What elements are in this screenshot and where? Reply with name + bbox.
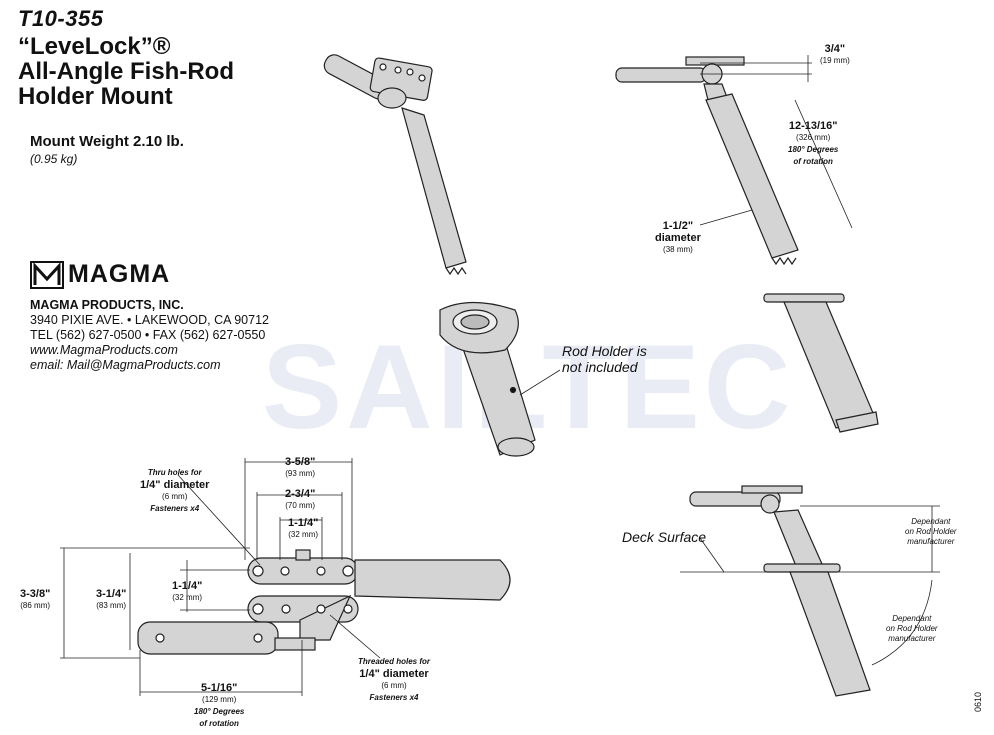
rod-holder-callout-line2: not included (562, 359, 638, 375)
dim-1-1-2: 1-1/2"diameter(38 mm) (655, 220, 701, 254)
company-name: MAGMA PRODUCTS, INC. (30, 298, 184, 312)
dim-3-1-4: 3-1/4"(83 mm) (96, 588, 127, 610)
top-view-drawing (137, 549, 511, 655)
brand-logo: MAGMA (30, 260, 170, 289)
mount-perspective-drawing (323, 54, 467, 276)
company-address: 3940 PIXIE AVE. • LAKEWOOD, CA 90712 (30, 313, 269, 327)
dim-3-4: 3/4"(19 mm) (820, 43, 850, 65)
deck-surface-callout: Deck Surface (622, 529, 707, 545)
mount-weight-kg: (0.95 kg) (30, 152, 78, 166)
product-name-line3: Holder Mount (18, 83, 173, 110)
product-name-line2: All-Angle Fish-Rod (18, 58, 234, 85)
rod-holder-callout: Rod Holder is not included (562, 343, 647, 375)
dim-3-5-8: 3-5/8"(93 mm) (285, 456, 316, 478)
rod-holder-callout-line1: Rod Holder is (562, 343, 647, 359)
company-phone: TEL (562) 627-0500 • FAX (562) 627-0550 (30, 328, 266, 342)
model-number: T10-355 (18, 6, 104, 31)
side-view-drawing (615, 56, 799, 266)
product-name-line1: “LeveLock”® (18, 33, 171, 60)
company-info: MAGMA PRODUCTS, INC. 3940 PIXIE AVE. • L… (30, 298, 269, 373)
mount-weight: Mount Weight 2.10 lb. (30, 133, 184, 150)
magma-logo-icon (30, 260, 64, 289)
dim-3-3-8: 3-3/8"(86 mm) (20, 588, 51, 610)
dim-2-3-4: 2-3/4"(70 mm) (285, 488, 316, 510)
rod-holder-drawing (439, 301, 536, 457)
product-title: “LeveLock”® All-Angle Fish-Rod Holder Mo… (18, 34, 278, 109)
document-code: 0610 (973, 691, 983, 712)
deck-mount-drawing (689, 485, 871, 697)
company-email[interactable]: email: Mail@MagmaProducts.com (30, 358, 221, 372)
brand-name: MAGMA (68, 260, 171, 288)
rod-holder-side-drawing (763, 293, 879, 433)
company-website[interactable]: www.MagmaProducts.com (30, 343, 178, 357)
dim-1-1-4-vertical: 1-1/4"(32 mm) (172, 580, 203, 602)
dim-1-1-4: 1-1/4"(32 mm) (288, 517, 319, 539)
